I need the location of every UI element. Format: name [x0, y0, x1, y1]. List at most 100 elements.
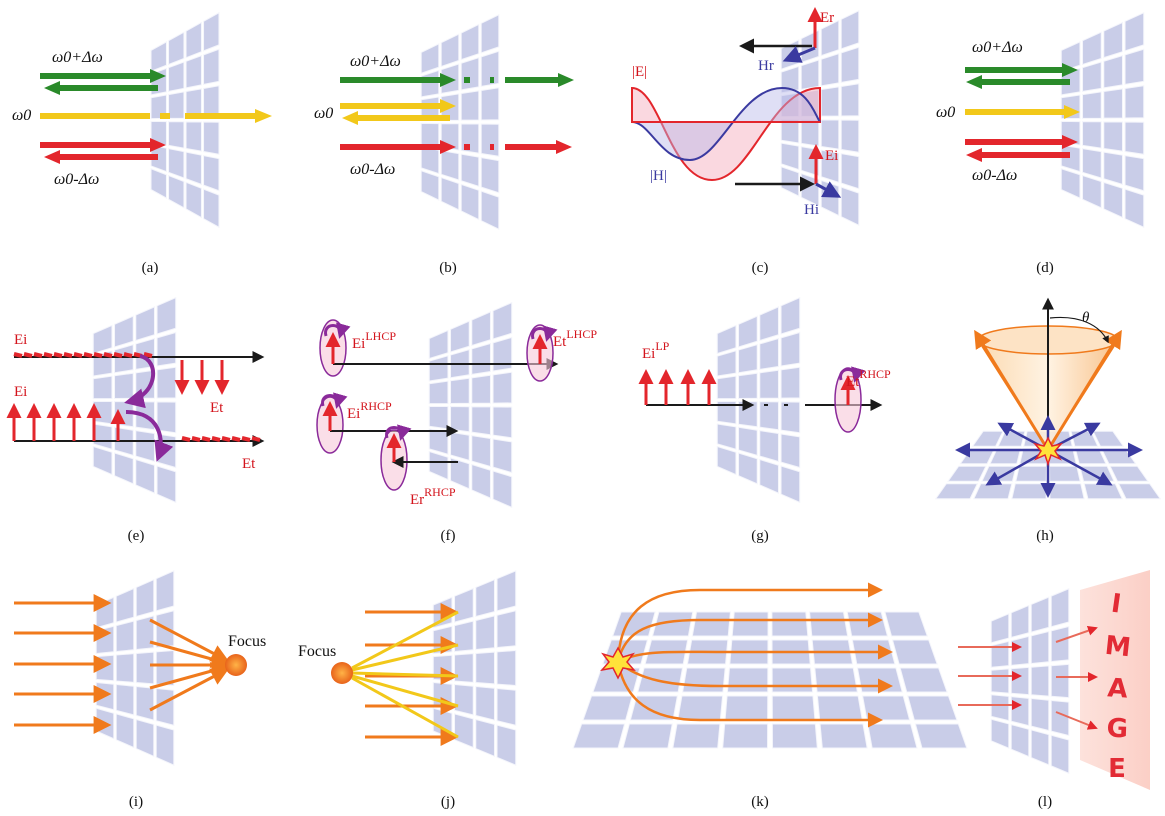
metasurface-tile: [716, 423, 737, 450]
metasurface-l: [990, 588, 1070, 774]
metasurface-tile: [1082, 147, 1102, 179]
yellow-arrow-a: [40, 109, 272, 123]
metasurface-tile: [1103, 121, 1123, 152]
metasurface-tile: [759, 306, 779, 342]
floor-k: [572, 611, 968, 749]
metasurface-tile: [1103, 181, 1123, 219]
in-plane-field-mark: [123, 352, 133, 358]
metasurface-tile: [155, 570, 175, 612]
metasurface-tile: [820, 19, 840, 57]
metasurface-tile: [1082, 61, 1102, 93]
metasurface-tile: [135, 306, 155, 342]
caption-b: (b): [439, 260, 457, 276]
metasurface-tile: [800, 119, 820, 147]
metasurface-tile: [420, 69, 440, 98]
metasurface-tile: [990, 694, 1010, 722]
in-plane-field-mark: [43, 352, 53, 358]
label-mid-a: ω0: [12, 107, 31, 124]
metasurface-tile: [759, 458, 779, 494]
rotation-arrow-bottom-e: [125, 410, 174, 462]
panel-i: Focus (i): [14, 570, 266, 810]
floor-tile: [899, 667, 948, 693]
panel-h: θ (h): [934, 297, 1162, 544]
panel-a: ω0+Δω ω0 ω0-Δω (a): [12, 11, 272, 276]
floor-tile: [1011, 483, 1047, 500]
metasurface-tile: [454, 683, 474, 716]
focus-spot-i: [225, 654, 247, 676]
metasurface-tile: [1010, 723, 1030, 758]
metasurface-tile: [1030, 729, 1050, 766]
metasurface-tile: [780, 433, 801, 469]
metasurface-tile: [1060, 168, 1081, 199]
incident-rays-l: [958, 642, 1022, 710]
metasurface-tile: [440, 149, 460, 181]
metasurface-tile: [156, 401, 177, 434]
metasurface-tile: [780, 142, 800, 171]
metasurface-tile: [428, 428, 449, 455]
in-plane-field-mark: [113, 352, 123, 358]
floor-tile: [771, 695, 816, 721]
e-field-wave: [631, 86, 821, 182]
in-plane-field-mark: [211, 436, 221, 442]
floor-tile: [1049, 465, 1081, 482]
label-ei-rhcp: EiRHCP: [347, 399, 392, 422]
metasurface-tile: [1030, 596, 1050, 633]
panel-g: EiLP EtRHCP (g): [638, 296, 891, 544]
metasurface-tile: [203, 121, 220, 155]
metasurface-tile: [168, 91, 185, 119]
metasurface-tile: [1124, 48, 1145, 86]
metasurface-tile: [92, 375, 113, 400]
metasurface-tile: [95, 654, 115, 682]
metasurface-tile: [1103, 54, 1123, 89]
metasurface-a: [150, 11, 220, 229]
metasurface-tile: [114, 372, 134, 399]
metasurface-tile: [471, 374, 491, 404]
floor-tile: [722, 723, 769, 749]
metasurface-tile: [428, 450, 449, 481]
metasurface-tile: [460, 90, 480, 121]
metasurface-tile: [185, 121, 202, 152]
metasurface-tile: [496, 724, 517, 766]
label-hi: Hi: [804, 202, 819, 218]
metasurface-tile: [480, 87, 500, 121]
floor-tile: [731, 611, 769, 637]
metasurface-tile: [454, 587, 474, 623]
metasurface-tile: [1050, 588, 1070, 628]
panel-d: ω0+Δω ω0 ω0-Δω (d): [936, 12, 1145, 276]
metasurface-tile: [1103, 21, 1123, 59]
incident-top-e: [13, 351, 265, 395]
caption-j: (j): [441, 794, 455, 810]
metasurface-tile: [840, 46, 860, 84]
incident-rays-i: [14, 594, 112, 734]
source-star-h: [1032, 436, 1064, 467]
rhcp-reflected-f: [380, 424, 458, 491]
metasurface-tile: [780, 65, 800, 94]
metasurface-tile: [1082, 174, 1102, 209]
floor-tile: [1049, 483, 1085, 500]
metasurface-tile: [475, 578, 495, 618]
caption-h: (h): [1036, 528, 1054, 544]
metasurface-tile: [95, 681, 115, 711]
metasurface-tile: [185, 54, 202, 89]
in-plane-field-mark: [251, 436, 261, 442]
metasurface-tile: [480, 156, 500, 194]
label-hr: Hr: [758, 58, 774, 74]
metasurface-tile: [156, 366, 177, 399]
metasurface-tile: [780, 166, 800, 197]
in-plane-field-mark: [221, 436, 231, 442]
metasurface-tile: [1010, 604, 1030, 639]
metasurface-tile: [1082, 91, 1102, 119]
label-h-amp: |H|: [650, 168, 667, 184]
green-arrows-d: [965, 63, 1078, 89]
floor-tile: [582, 695, 633, 721]
metasurface-tile: [114, 452, 134, 485]
metasurface-tile: [780, 366, 801, 399]
caption-d: (d): [1036, 260, 1054, 276]
metasurface-tile: [168, 147, 185, 179]
label-ei-lhcp: EiLHCP: [352, 329, 396, 352]
floor-tile: [867, 723, 918, 749]
floor-tile: [1015, 465, 1047, 482]
metasurface-tile: [92, 423, 113, 450]
reflected-rays-j: [351, 610, 459, 739]
metasurface-tile: [115, 683, 135, 716]
